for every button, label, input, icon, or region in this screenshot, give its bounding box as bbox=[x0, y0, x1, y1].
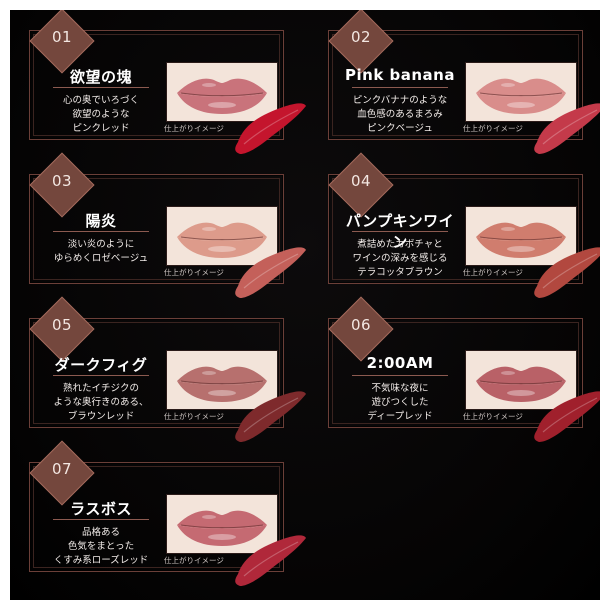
divider bbox=[53, 87, 149, 88]
shade-description: ピンクバナナのような 血色感のあるまろみ ピンクベージュ bbox=[352, 95, 448, 134]
shade-name: ラスボス bbox=[70, 500, 132, 518]
lipstick-swatch bbox=[534, 391, 600, 442]
shade-name: Pink banana bbox=[345, 66, 455, 84]
shade-name: パンプキンワイン bbox=[345, 212, 455, 251]
lip-image bbox=[166, 206, 278, 266]
finish-caption: 仕上がりイメージ bbox=[463, 268, 523, 277]
product-card: 07 ラスボス 品格ある 色気をまとった くすみ系ローズレッド 仕上がりイメージ bbox=[23, 440, 306, 586]
card-frame bbox=[328, 318, 583, 428]
lipstick-swatch bbox=[235, 391, 306, 442]
product-number: 05 bbox=[51, 316, 73, 334]
lipstick-swatch bbox=[235, 247, 306, 298]
lip-image bbox=[465, 206, 577, 266]
shade-description: 淡い炎のように ゆらめくロゼベージュ bbox=[53, 239, 149, 264]
lipstick-swatch bbox=[534, 103, 600, 154]
product-card: 02 Pink banana ピンクバナナのような 血色感のあるまろみ ピンクベ… bbox=[322, 10, 600, 154]
product-card: 05 ダークフィグ 熟れたイチジクの ような奥行きのある、 ブラウンレッド 仕上… bbox=[23, 296, 306, 442]
card-frame bbox=[29, 30, 284, 140]
divider bbox=[53, 519, 149, 520]
lips-graphic bbox=[167, 495, 277, 553]
divider bbox=[53, 231, 149, 232]
product-card: 01 欲望の塊 心の奥でいろづく 欲望のような ピンクレッド 仕上がりイメージ bbox=[23, 10, 306, 154]
shade-description: 煮詰めたカボチャと ワインの深みを感じる テラコッタブラウン bbox=[352, 239, 448, 278]
product-number: 04 bbox=[350, 172, 372, 190]
product-number: 01 bbox=[51, 28, 73, 46]
shade-name: 陽炎 bbox=[85, 212, 117, 230]
product-number: 03 bbox=[51, 172, 73, 190]
lipstick-swatch bbox=[235, 535, 306, 586]
shade-name: 欲望の塊 bbox=[69, 68, 132, 86]
lips-graphic bbox=[167, 351, 277, 409]
shade-description: 品格ある 色気をまとった くすみ系ローズレッド bbox=[53, 527, 149, 566]
product-card: 04 パンプキンワイン 煮詰めたカボチャと ワインの深みを感じる テラコッタブラ… bbox=[322, 152, 600, 298]
lip-image bbox=[166, 350, 278, 410]
shade-description: 熟れたイチジクの ような奥行きのある、 ブラウンレッド bbox=[53, 383, 149, 422]
product-number: 07 bbox=[51, 460, 73, 478]
divider bbox=[352, 375, 448, 376]
product-grid: 01 欲望の塊 心の奥でいろづく 欲望のような ピンクレッド 仕上がりイメージ … bbox=[10, 10, 600, 600]
lip-image bbox=[465, 62, 577, 122]
lip-image bbox=[166, 494, 278, 554]
divider bbox=[53, 375, 149, 376]
finish-caption: 仕上がりイメージ bbox=[164, 124, 224, 133]
finish-caption: 仕上がりイメージ bbox=[164, 412, 224, 421]
lips-graphic bbox=[167, 63, 277, 121]
product-card: 06 2:00AM 不気味な夜に 遊びつくした ディープレッド 仕上がりイメージ bbox=[322, 296, 600, 442]
card-frame bbox=[29, 318, 284, 428]
divider bbox=[352, 231, 448, 232]
finish-caption: 仕上がりイメージ bbox=[164, 556, 224, 565]
card-frame bbox=[328, 30, 583, 140]
finish-caption: 仕上がりイメージ bbox=[463, 124, 523, 133]
shade-name: 2:00AM bbox=[366, 354, 434, 372]
card-frame bbox=[29, 462, 284, 572]
shade-name: ダークフィグ bbox=[54, 356, 148, 374]
lips-graphic bbox=[167, 207, 277, 265]
lipstick-swatch bbox=[534, 247, 600, 298]
lip-image bbox=[166, 62, 278, 122]
card-frame bbox=[328, 174, 583, 284]
lips-graphic bbox=[466, 207, 576, 265]
card-frame bbox=[29, 174, 284, 284]
product-number: 06 bbox=[350, 316, 372, 334]
product-number: 02 bbox=[350, 28, 372, 46]
finish-caption: 仕上がりイメージ bbox=[164, 268, 224, 277]
lip-image bbox=[465, 350, 577, 410]
product-card: 03 陽炎 淡い炎のように ゆらめくロゼベージュ 仕上がりイメージ bbox=[23, 152, 306, 298]
finish-caption: 仕上がりイメージ bbox=[463, 412, 523, 421]
lipstick-swatch bbox=[235, 103, 306, 154]
lips-graphic bbox=[466, 63, 576, 121]
shade-description: 心の奥でいろづく 欲望のような ピンクレッド bbox=[62, 95, 139, 134]
shade-description: 不気味な夜に 遊びつくした ディープレッド bbox=[367, 383, 433, 422]
lips-graphic bbox=[466, 351, 576, 409]
divider bbox=[352, 87, 448, 88]
